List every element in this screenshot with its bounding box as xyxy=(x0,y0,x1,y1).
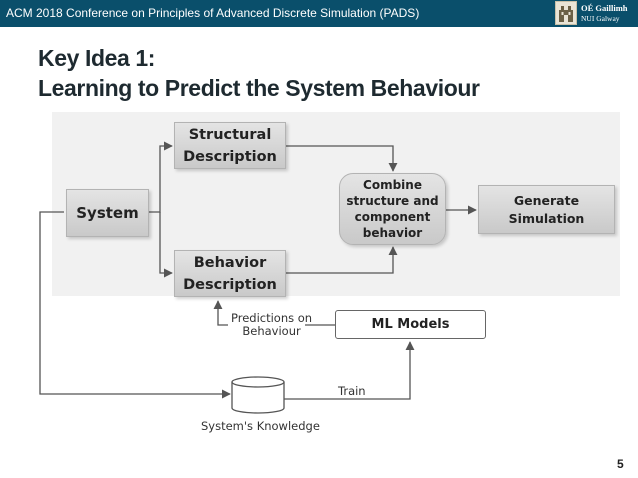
database-icon xyxy=(231,376,285,414)
conference-title: ACM 2018 Conference on Principles of Adv… xyxy=(6,6,420,20)
university-name-english: NUI Galway xyxy=(581,14,620,23)
combine-label-line3: component xyxy=(354,210,431,224)
header-bar: ACM 2018 Conference on Principles of Adv… xyxy=(0,0,638,27)
structural-description-box: Structural Description xyxy=(174,122,286,169)
page-number: 5 xyxy=(617,457,624,471)
combine-label-line4: behavior xyxy=(362,226,423,240)
arrow-structural-to-combine xyxy=(286,145,398,172)
university-logo: OÉ Gaillimh NUI Galway xyxy=(581,2,636,25)
arrow-system-to-structural xyxy=(149,141,173,213)
combine-label-line1: Combine xyxy=(363,178,422,192)
generate-label-line1: Generate xyxy=(513,192,580,208)
generate-label-line2: Simulation xyxy=(508,210,585,226)
line-system-to-knowledge xyxy=(39,211,231,399)
slide-title-line2: Learning to Predict the System Behaviour xyxy=(38,75,480,101)
behavior-description-box: Behavior Description xyxy=(174,250,286,297)
arrow-behavior-to-combine xyxy=(286,246,398,274)
arrow-knowledge-train-to-ml xyxy=(284,341,415,400)
predictions-label: Predictions on Behaviour xyxy=(231,312,312,338)
ml-models-label: ML Models xyxy=(371,317,450,332)
slide-title: Key Idea 1: Learning to Predict the Syst… xyxy=(38,43,480,103)
generate-simulation-box: Generate Simulation xyxy=(478,185,615,234)
system-box: System xyxy=(66,189,149,237)
arrow-predictions-to-behavior xyxy=(213,300,228,326)
slide-title-line1: Key Idea 1: xyxy=(38,45,156,71)
combine-box: Combine structure and component behavior xyxy=(339,173,446,245)
behavior-label-line1: Behavior xyxy=(193,254,267,271)
arrow-system-to-behavior xyxy=(159,212,173,278)
predictions-label-line1: Predictions on xyxy=(231,311,313,325)
knowledge-label: System's Knowledge xyxy=(201,419,320,433)
train-label: Train xyxy=(338,384,366,398)
structural-label-line1: Structural xyxy=(188,126,272,143)
university-name-irish: OÉ Gaillimh xyxy=(581,3,628,13)
university-crest-icon xyxy=(555,1,577,25)
ml-models-box: ML Models xyxy=(335,310,486,339)
predictions-label-line2: Behaviour xyxy=(242,324,301,338)
structural-label-line2: Description xyxy=(183,148,277,165)
combine-label-line2: structure and xyxy=(346,194,439,208)
system-label: System xyxy=(76,204,139,222)
behavior-label-line2: Description xyxy=(183,276,277,293)
